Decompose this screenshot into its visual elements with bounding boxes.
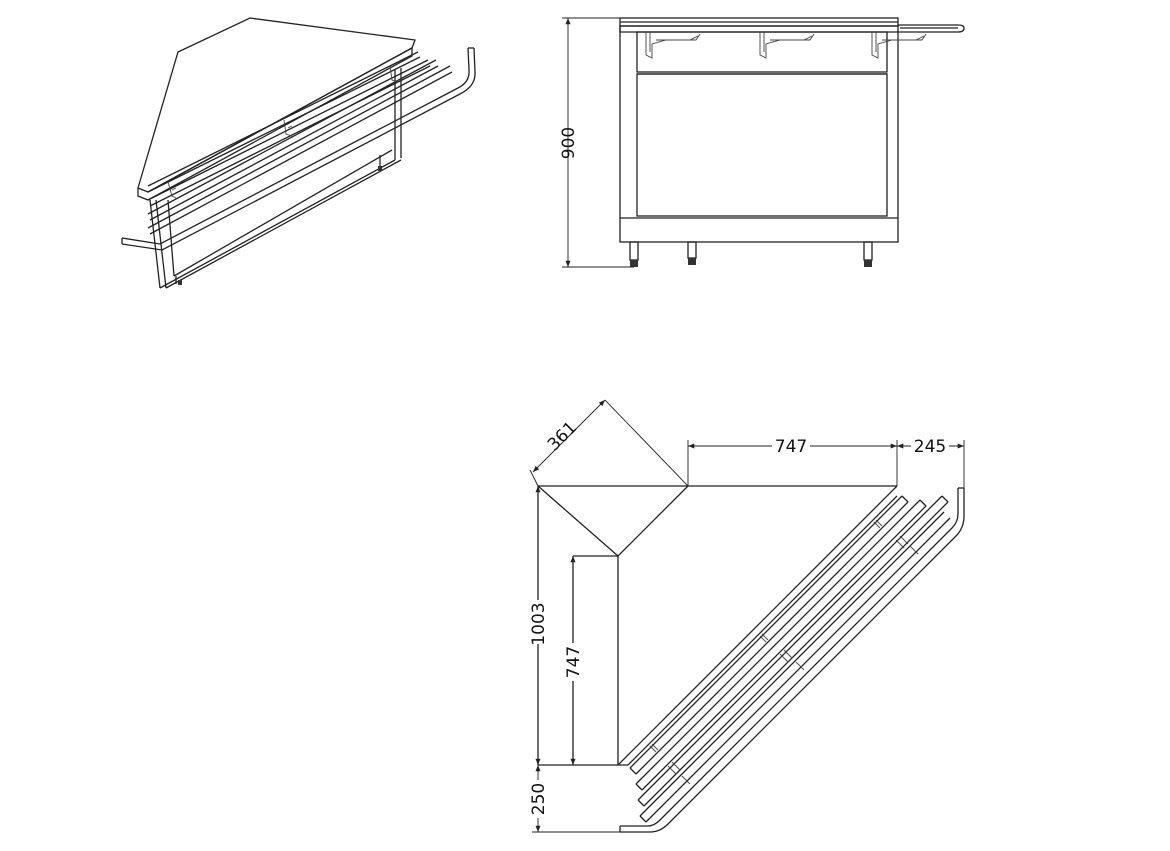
dimension-label-1003: 1003 (529, 602, 549, 645)
dimension-diagonal-depth: 361 (529, 399, 689, 487)
iso-lower-frame (159, 159, 396, 289)
dimension-label-361: 361 (544, 418, 581, 455)
dimension-label-250: 250 (529, 783, 549, 815)
front-elevation: 900 (559, 17, 965, 268)
isometric-view (121, 17, 476, 289)
plan-tray-rails (619, 487, 965, 833)
dimension-front-height: 900 (559, 17, 634, 268)
dimension-top-width: 747 (687, 436, 898, 486)
dimension-label-900: 900 (559, 127, 579, 159)
dimension-label-747-top: 747 (775, 437, 807, 457)
front-legs (629, 241, 873, 267)
iso-tray-rails (121, 47, 476, 251)
front-rail-brackets (645, 32, 927, 59)
dimension-label-747-side: 747 (564, 646, 584, 678)
plan-view: 361 747 245 1003 747 (529, 399, 965, 833)
dimension-inner-side: 747 (564, 556, 584, 765)
iso-leg-left (149, 199, 161, 289)
front-cabinet (619, 25, 899, 243)
dimension-side-length: 1003 (529, 486, 549, 765)
dimension-label-245: 245 (914, 437, 946, 457)
dimension-rail-depth: 250 (529, 765, 620, 833)
dimension-rail-overhang: 245 (897, 436, 965, 488)
